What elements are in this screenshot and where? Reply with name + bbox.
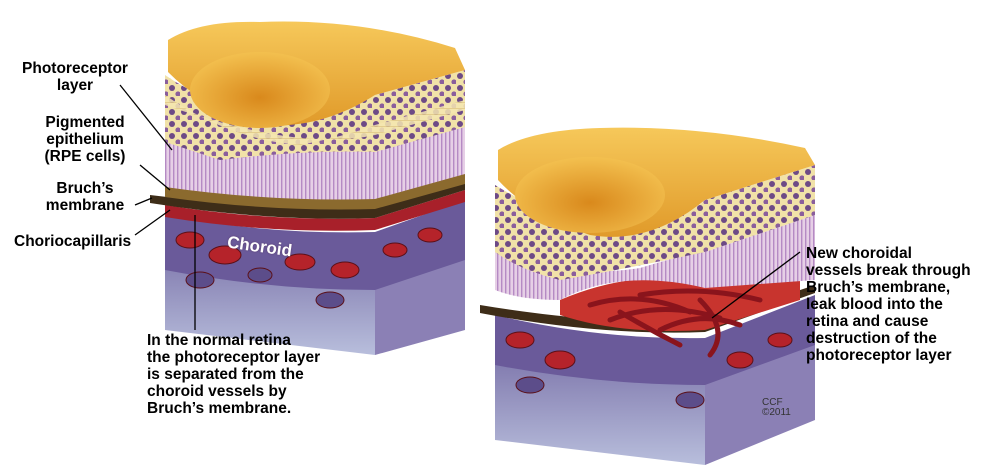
bruchs-membrane-label: Bruch’s membrane	[40, 180, 130, 214]
pigmented-epithelium-label: Pigmented epithelium (RPE cells)	[20, 114, 150, 165]
bruch-leader	[135, 198, 152, 205]
ccf-watermark: CCF ©2011	[762, 398, 791, 418]
left-fovea-pit	[190, 52, 330, 128]
normal-retina-block	[150, 22, 465, 355]
normal-retina-caption: In the normal retina the photoreceptor l…	[147, 332, 320, 417]
right-fovea-pit	[515, 157, 665, 233]
photoreceptor-label: Photoreceptor layer	[10, 60, 140, 94]
choriocapillaris-label: Choriocapillaris	[14, 233, 131, 250]
new-vessels-caption: New choroidal vessels break through Bruc…	[806, 245, 971, 364]
choriocapillaris-leader	[135, 210, 170, 235]
